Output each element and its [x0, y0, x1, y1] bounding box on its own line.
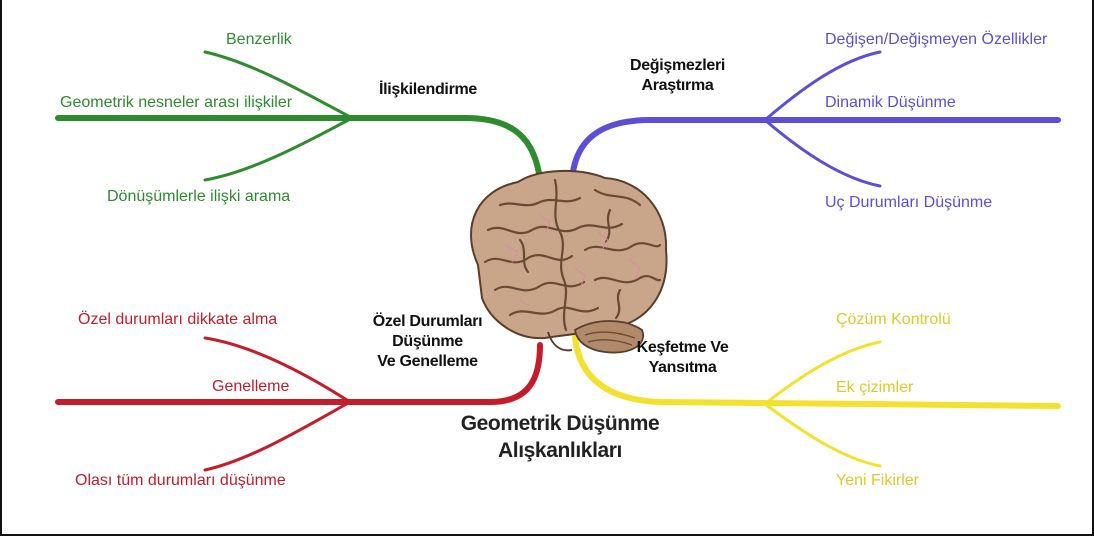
heading-bottom-right-line1: Keşfetme Ve [625, 338, 740, 358]
heading-bottom-left-line3: Ve Genelleme [360, 352, 495, 372]
red-item-2: Genelleme [212, 379, 289, 395]
center-title-line1: Geometrik Düşünme [440, 410, 680, 437]
red-item-1: Özel durumları dikkate alma [78, 312, 277, 328]
red-item-3: Olası tüm durumları düşünme [75, 473, 286, 489]
heading-bottom-left-line1: Özel Durumları [360, 312, 495, 332]
heading-bottom-left: Özel Durumları Düşünme Ve Genelleme [360, 312, 495, 372]
branch-top-right-lower [765, 120, 880, 186]
yellow-item-2: Ek çizimler [836, 380, 913, 396]
heading-top-right-line1: Değişmezleri [620, 56, 735, 76]
center-title-line2: Alışkanlıkları [440, 437, 680, 464]
green-item-2: Geometrik nesneler arası ilişkiler [60, 95, 292, 111]
branch-top-left [58, 52, 540, 180]
branch-top-right-main [572, 120, 1058, 180]
heading-top-left: İlişkilendirme [368, 80, 488, 100]
heading-bottom-right: Keşfetme Ve Yansıtma [625, 338, 740, 378]
green-item-3: Dönüşümlerle ilişki arama [107, 189, 290, 205]
blue-item-1: Değişen/Değişmeyen Özellikler [825, 32, 1047, 48]
branch-bottom-right-lower [765, 404, 880, 466]
center-title: Geometrik Düşünme Alışkanlıkları [440, 410, 680, 464]
branch-top-left-lower [205, 118, 352, 180]
yellow-item-1: Çözüm Kontrolü [836, 312, 951, 328]
branch-top-left-main [58, 118, 540, 180]
brain-cerebrum [471, 171, 666, 338]
heading-bottom-right-line2: Yansıtma [625, 358, 740, 378]
heading-top-right: Değişmezleri Araştırma [620, 56, 735, 96]
heading-bottom-left-line2: Düşünme [360, 332, 495, 352]
brain-illustration [471, 171, 666, 353]
heading-top-right-line2: Araştırma [620, 76, 735, 96]
blue-item-3: Uç Durumları Düşünme [825, 195, 992, 211]
yellow-item-3: Yeni Fikirler [836, 473, 919, 489]
blue-item-2: Dinamik Düşünme [825, 95, 956, 111]
green-item-1: Benzerlik [226, 32, 292, 48]
branch-bottom-left-lower [205, 402, 350, 470]
